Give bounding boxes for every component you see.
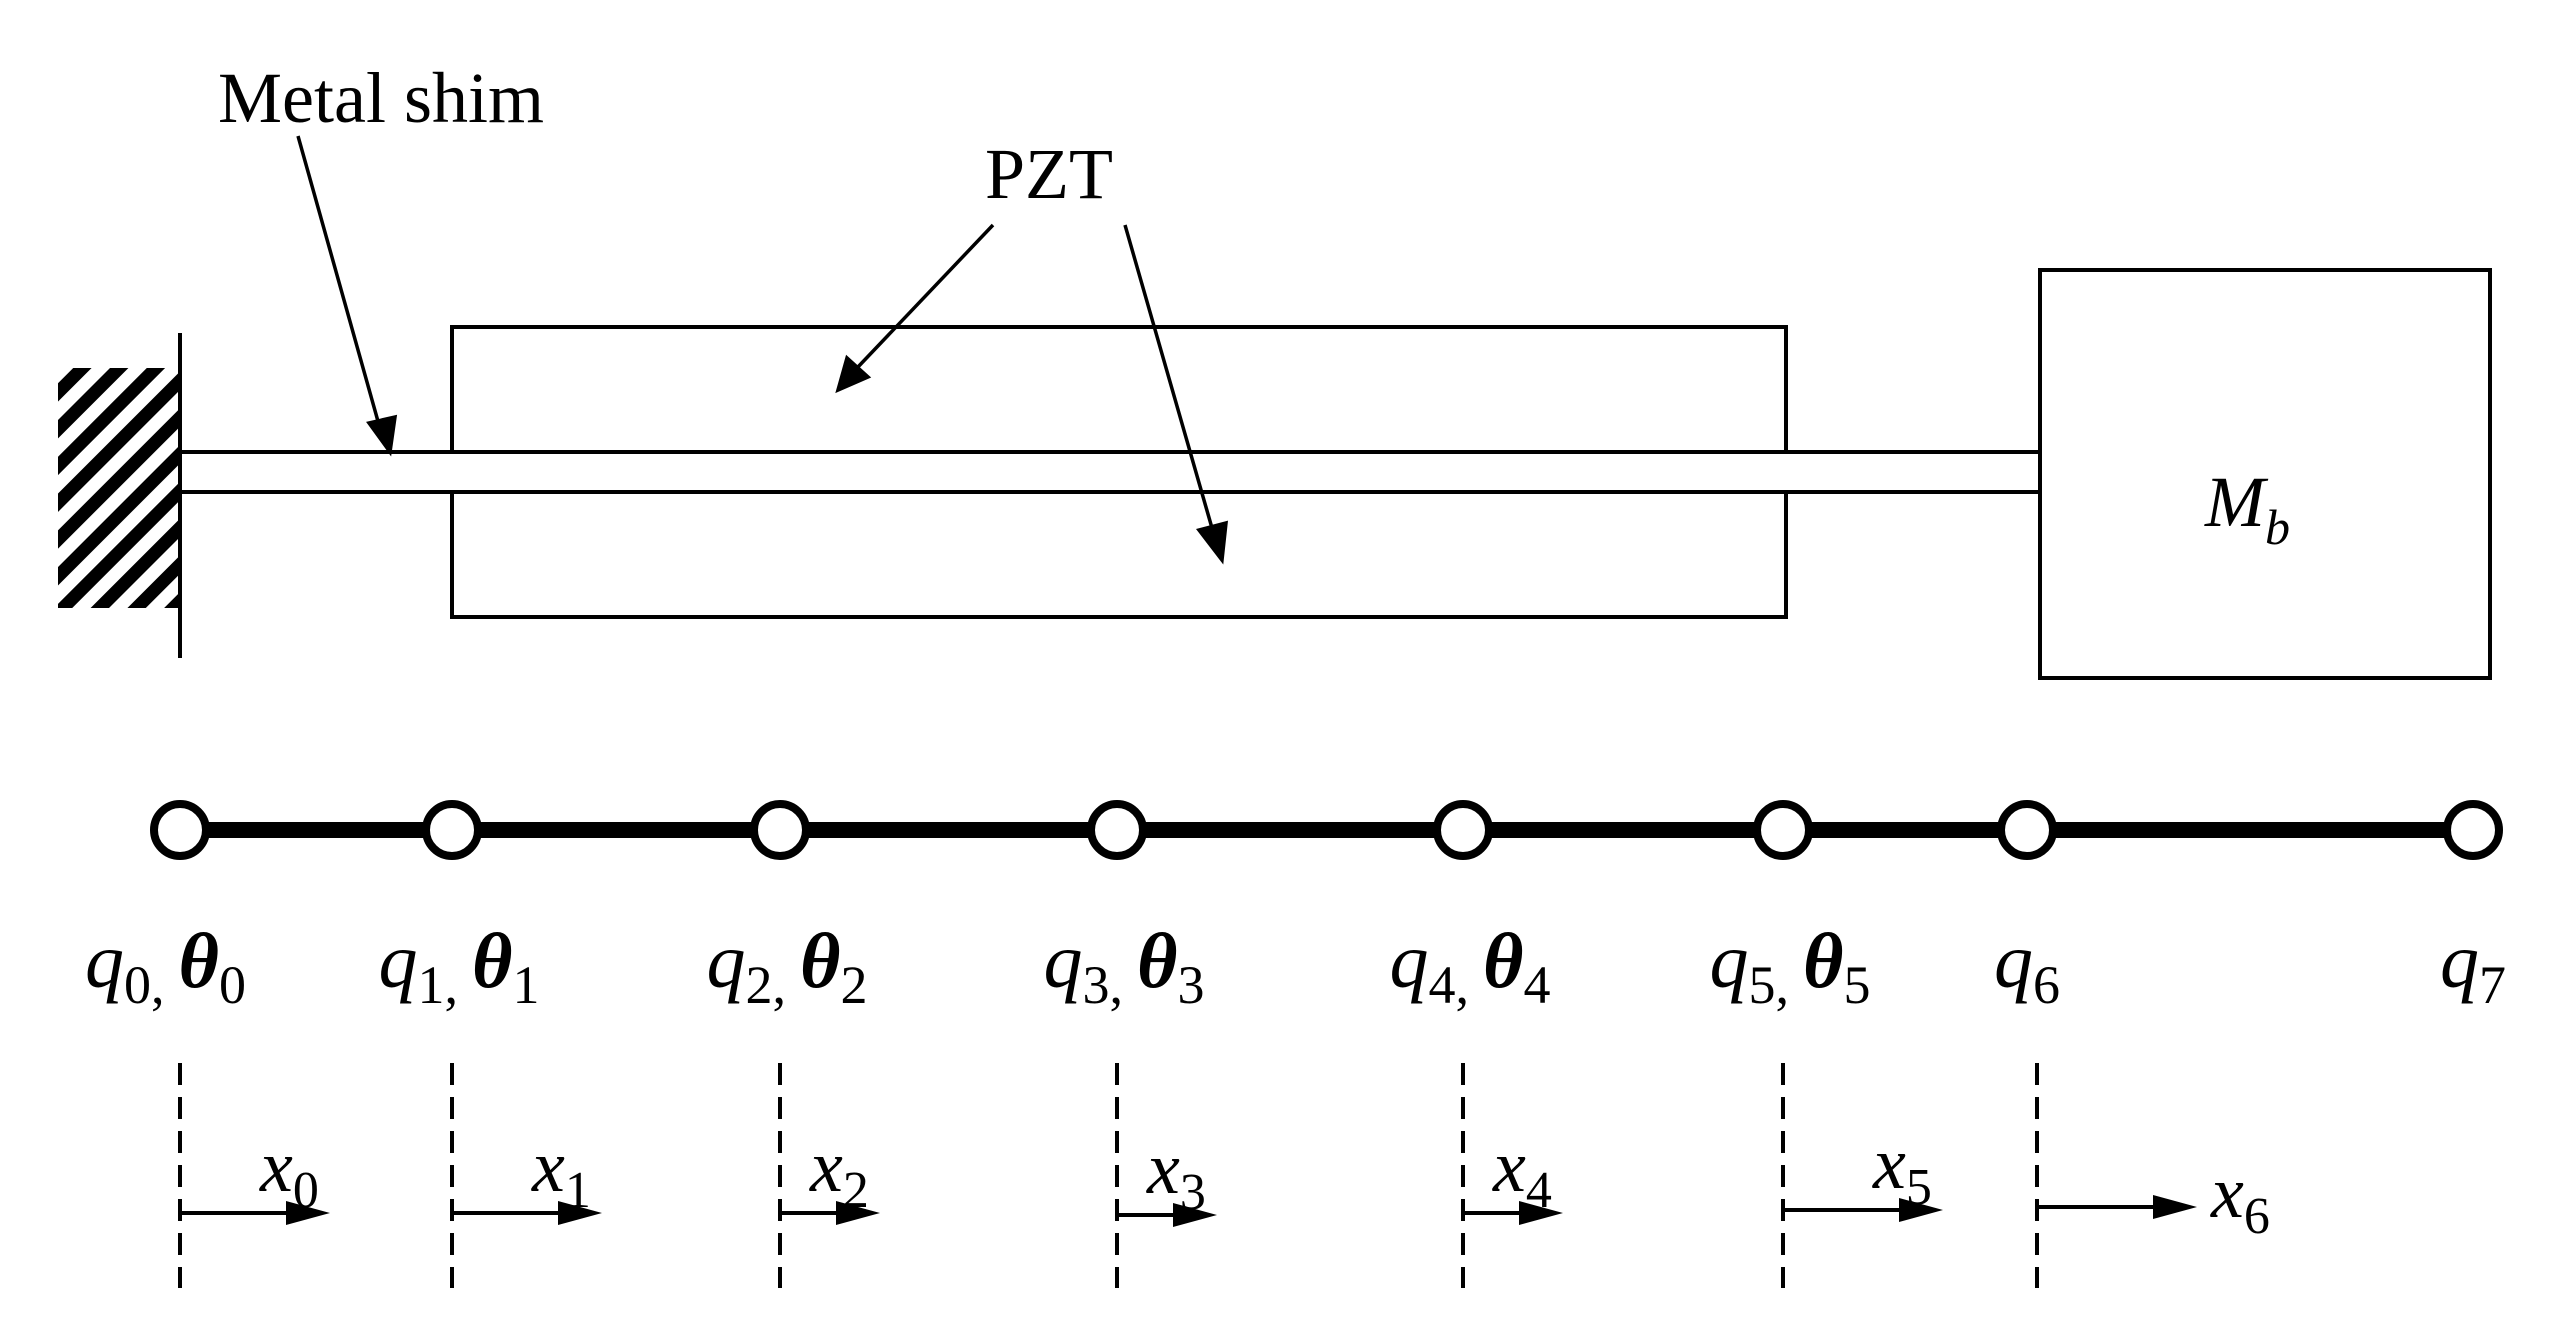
node-5-theta: θ: [1803, 917, 1844, 1004]
node-6: [1997, 800, 2057, 860]
axis-label-2: x2: [809, 1126, 869, 1219]
axis-arrowhead-5: [1899, 1198, 1943, 1222]
beam-structure: [178, 268, 2492, 680]
node-label-1: q1,θ1: [379, 917, 540, 1015]
pzt-layer-bottom: [450, 490, 1788, 619]
axis-label-5: x5: [1872, 1123, 1932, 1216]
axis-arrowhead-1: [558, 1201, 602, 1225]
node-2-q-subscript: 2,: [746, 955, 787, 1015]
axis-label-3: x3: [1146, 1128, 1206, 1221]
node-3-theta: θ: [1137, 917, 1178, 1004]
pzt-top-arrowhead: [835, 354, 872, 394]
node-4-q: q: [1390, 917, 1429, 1004]
node-label-4: q4,θ4: [1390, 917, 1551, 1015]
pzt-top-pointer: [855, 223, 995, 370]
clamped-support: [58, 333, 182, 658]
node-5-q: q: [1710, 917, 1749, 1004]
axis-arrowhead-2: [836, 1201, 880, 1225]
node-0-q-subscript: 0,: [124, 955, 165, 1015]
metal-shim-layer: [178, 450, 2042, 494]
local-coordinate-axes: x0 x1 x2 x3 x4 x5 x6: [178, 1063, 2270, 1288]
axis-arrowhead-3: [1173, 1203, 1217, 1227]
node-layer: [150, 800, 2503, 860]
node-2-theta-subscript: 2: [841, 955, 868, 1015]
node-label-7: q7: [2440, 917, 2506, 1015]
node-0: [150, 800, 210, 860]
axis-label-4: x4: [1492, 1126, 1552, 1219]
metal-shim-label: Metal shim: [218, 58, 544, 138]
pzt-bottom-arrowhead: [1196, 520, 1229, 565]
node-7-q-subscript: 7: [2479, 955, 2506, 1015]
pzt-label: PZT: [985, 134, 1113, 214]
node-0-theta-subscript: 0: [219, 955, 246, 1015]
pzt-bottom-pointer: [1123, 224, 1216, 536]
node-3: [1087, 800, 1147, 860]
axis-arrowhead-0: [286, 1201, 330, 1225]
node-6-q: q: [1994, 917, 2033, 1004]
node-1-q: q: [379, 917, 418, 1004]
node-2: [750, 800, 810, 860]
node-3-q-subscript: 3,: [1083, 955, 1124, 1015]
node-1-theta: θ: [472, 917, 513, 1004]
node-3-theta-subscript: 3: [1178, 955, 1205, 1015]
axis-arrowhead-6: [2153, 1195, 2197, 1219]
node-label-0: q0,θ0: [85, 917, 246, 1015]
node-7-q: q: [2440, 917, 2479, 1004]
node-6-q-subscript: 6: [2033, 955, 2060, 1015]
node-5: [1753, 800, 1813, 860]
metal-shim-pointer: [296, 135, 383, 433]
node-1-q-subscript: 1,: [418, 955, 459, 1015]
node-4-theta-subscript: 4: [1524, 955, 1551, 1015]
node-7: [2443, 800, 2503, 860]
annotation-arrows: [296, 135, 1229, 565]
node-5-theta-subscript: 5: [1844, 955, 1871, 1015]
metal-shim-arrowhead: [366, 414, 398, 457]
node-label-5: q5,θ5: [1710, 917, 1871, 1015]
pzt-layer-top: [450, 325, 1788, 454]
node-label-3: q3,θ3: [1044, 917, 1205, 1015]
node-3-q: q: [1044, 917, 1083, 1004]
node-0-q: q: [85, 917, 124, 1004]
axis-label-6: x6: [2210, 1152, 2270, 1245]
node-5-q-subscript: 5,: [1749, 955, 1790, 1015]
axis-label-0: x0: [259, 1126, 319, 1219]
node-4: [1433, 800, 1493, 860]
tip-mass-label: Mb: [2204, 462, 2290, 555]
tip-mass-block: [2038, 268, 2492, 680]
node-2-theta: θ: [800, 917, 841, 1004]
axis-arrowhead-4: [1519, 1201, 1563, 1225]
support-hatching: [58, 368, 180, 608]
node-1-theta-subscript: 1: [513, 955, 540, 1015]
node-label-2: q2,θ2: [707, 917, 868, 1015]
node-1: [422, 800, 482, 860]
node-label-6: q6: [1994, 917, 2060, 1015]
axis-label-1: x1: [531, 1126, 591, 1219]
node-4-q-subscript: 4,: [1429, 955, 1470, 1015]
node-2-q: q: [707, 917, 746, 1004]
node-4-theta: θ: [1483, 917, 1524, 1004]
node-0-theta: θ: [179, 917, 220, 1004]
